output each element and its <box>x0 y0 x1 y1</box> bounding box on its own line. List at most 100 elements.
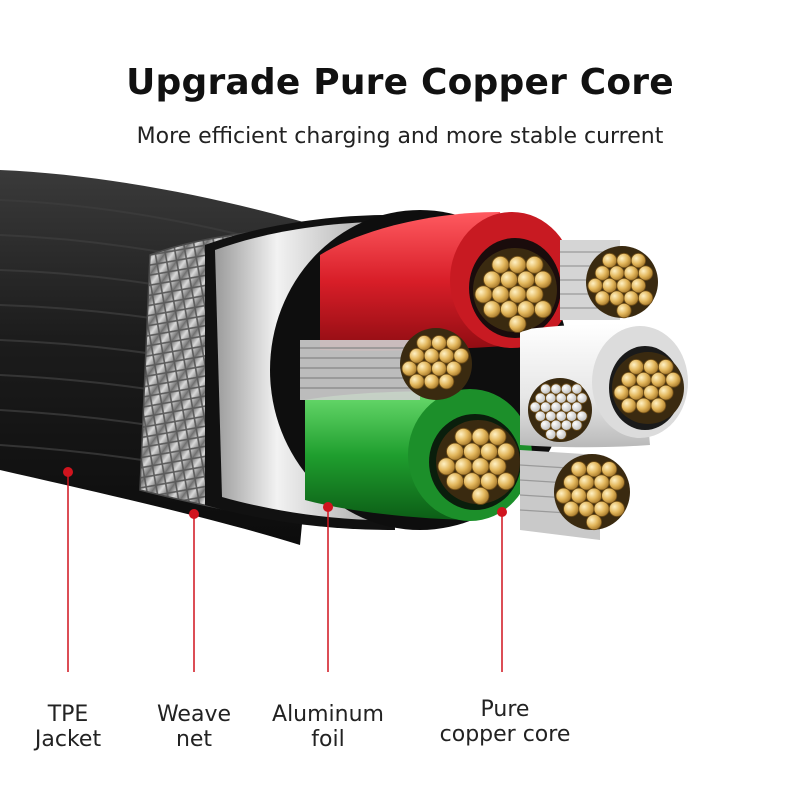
strand <box>446 442 464 461</box>
strand <box>563 500 580 517</box>
strand <box>576 392 588 404</box>
copper-bundle-red <box>473 248 557 333</box>
callout-label-line: foil <box>311 727 345 752</box>
strand <box>508 255 527 274</box>
strand <box>454 427 473 446</box>
strand <box>623 265 639 281</box>
strand <box>480 442 498 461</box>
strand <box>471 486 490 505</box>
strand <box>401 360 418 377</box>
strand <box>474 285 493 304</box>
strand <box>616 277 632 294</box>
strand <box>529 401 541 413</box>
strand <box>665 371 681 388</box>
strand <box>555 487 572 504</box>
strand <box>578 474 595 491</box>
strand <box>620 397 637 414</box>
strand <box>539 419 552 431</box>
strand <box>517 300 535 319</box>
strand <box>594 290 611 306</box>
strand <box>525 285 544 304</box>
strand <box>571 419 583 431</box>
strand <box>483 270 501 289</box>
strand <box>497 442 515 461</box>
marker-dot-weave-net <box>189 509 199 519</box>
strand <box>563 474 580 491</box>
strand <box>545 428 557 440</box>
callout-label-aluminum-foil: Aluminum foil <box>263 702 393 752</box>
strand <box>628 359 644 375</box>
strand <box>594 265 611 281</box>
strand <box>560 419 573 431</box>
strand <box>616 302 632 319</box>
strand <box>491 255 510 274</box>
strand <box>578 500 595 517</box>
strand <box>571 383 583 395</box>
strand <box>630 252 647 269</box>
strand <box>416 360 433 377</box>
strand <box>650 371 667 388</box>
callout-label-line: copper core <box>439 722 571 747</box>
strand <box>637 290 654 306</box>
strand <box>576 410 588 422</box>
strand <box>483 300 501 319</box>
strand <box>601 461 618 478</box>
strand <box>657 384 674 401</box>
strand <box>593 474 610 491</box>
strand <box>550 401 562 413</box>
copper-bundle-top-right <box>586 246 658 319</box>
strand <box>488 457 507 476</box>
strand <box>608 474 625 491</box>
strand <box>571 401 583 413</box>
callout-label-line: Jacket <box>34 727 102 752</box>
callout-label-line: TPE <box>47 702 89 727</box>
strand <box>446 472 464 491</box>
copper-bundle-green <box>436 420 520 505</box>
strand <box>637 265 654 281</box>
strand <box>491 285 510 304</box>
strand <box>408 347 425 364</box>
strand <box>500 300 518 319</box>
strand <box>555 428 567 440</box>
callout-label-line: Pure <box>480 697 530 722</box>
callout-label-line: net <box>175 727 213 752</box>
strand <box>508 314 527 333</box>
strand <box>635 397 652 414</box>
strand <box>650 397 667 414</box>
strand <box>534 270 552 289</box>
strand <box>570 487 587 504</box>
strand <box>539 401 552 413</box>
strand <box>608 500 625 517</box>
strand <box>620 371 637 388</box>
callout-label-copper-core: Pure copper core <box>430 697 580 747</box>
strand <box>586 461 603 478</box>
strand <box>416 335 433 351</box>
strand <box>539 383 552 395</box>
strand <box>525 255 544 274</box>
strand <box>500 270 518 289</box>
strand <box>471 427 490 446</box>
strand <box>497 472 515 491</box>
strand <box>454 457 473 476</box>
strand <box>616 252 632 269</box>
strand <box>570 461 587 478</box>
strand <box>623 290 639 306</box>
strand <box>657 359 674 375</box>
marker-dot-tpe-jacket <box>63 467 73 477</box>
strand <box>423 347 440 364</box>
strand <box>463 472 481 491</box>
strand <box>445 335 462 351</box>
strand <box>628 384 644 401</box>
strand <box>488 427 507 446</box>
strand <box>423 373 440 390</box>
strand <box>601 277 618 294</box>
strand <box>609 290 625 306</box>
strand <box>517 270 535 289</box>
strand <box>643 359 659 375</box>
strand <box>550 383 562 395</box>
copper-bundle-left <box>400 328 472 400</box>
copper-bundle-bottom-right <box>554 454 630 531</box>
strand <box>613 384 630 401</box>
strand <box>560 383 573 395</box>
